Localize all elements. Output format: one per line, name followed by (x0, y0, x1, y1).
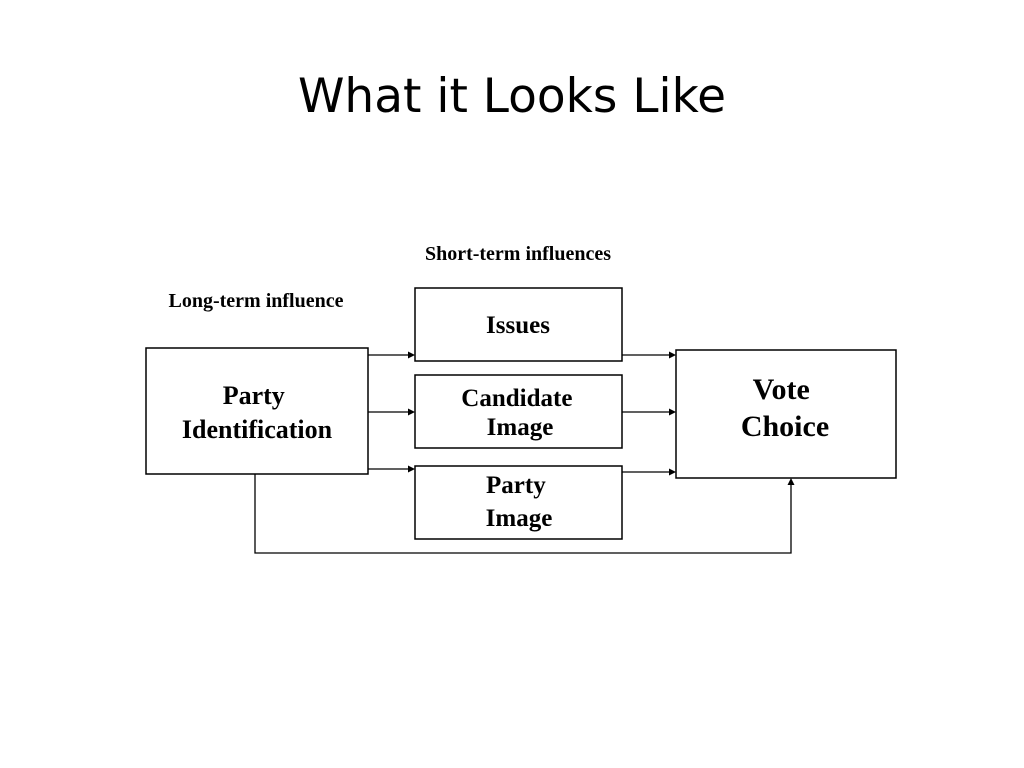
party-image-box (414, 465, 623, 540)
party-image-line-2: Image (486, 505, 553, 532)
party-identification-label: Party Identification (182, 381, 333, 444)
vote-choice-line-1: Vote (753, 373, 810, 406)
arrowhead-vote-choice-candidate (669, 408, 676, 416)
arrowhead-vote-choice-issues (669, 351, 676, 359)
long-term-label: Long-term influence (169, 290, 344, 312)
arrow-party-id-to-vote-choice (254, 474, 792, 554)
party-identification-box (145, 347, 369, 475)
arrowhead-vote-choice-party-image (669, 468, 676, 476)
vote-choice-box (675, 349, 897, 479)
arrowhead-issues (408, 351, 415, 359)
party-identification-line-2: Identification (182, 415, 333, 444)
vote-choice-label: Vote Choice (741, 373, 829, 443)
vote-choice-line-2: Choice (741, 410, 829, 443)
arrowhead-candidate-image (408, 408, 415, 416)
issues-box (414, 287, 623, 362)
issues-line-1: Issues (486, 312, 550, 339)
short-term-label: Short-term influences (425, 243, 611, 265)
candidate-image-box (414, 374, 623, 449)
arrowhead-party-image (408, 465, 415, 473)
issues-label: Issues (486, 312, 550, 339)
candidate-image-line-2: Image (487, 414, 554, 441)
party-image-line-1: Party (486, 472, 546, 499)
arrowhead-vote-choice-direct (787, 478, 795, 485)
candidate-image-line-1: Candidate (461, 385, 572, 412)
candidate-image-label: Candidate Image (461, 385, 578, 441)
slide-title: What it Looks Like (297, 69, 727, 124)
party-identification-line-1: Party (223, 381, 285, 410)
party-image-label: Party Image (486, 472, 553, 532)
